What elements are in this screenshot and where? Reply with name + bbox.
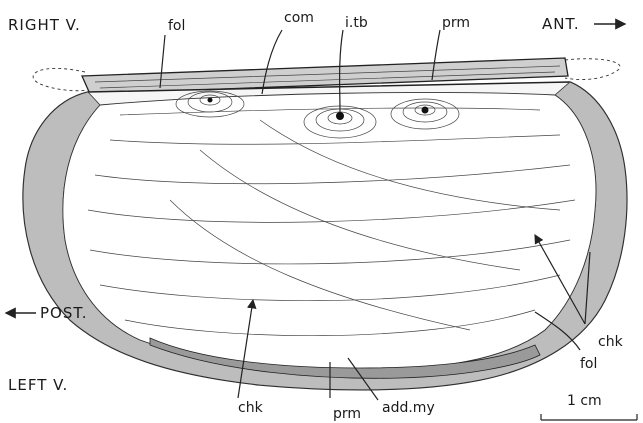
- label-itb: i.tb: [345, 15, 368, 31]
- hinge-dashed-outline-right: [565, 59, 620, 80]
- left-valve-label: LEFT V.: [8, 376, 68, 394]
- label-fol-top: fol: [168, 18, 185, 34]
- label-fol-right: fol: [580, 356, 597, 372]
- right-valve-label: RIGHT V.: [8, 16, 81, 34]
- shell-interior: [63, 92, 596, 370]
- label-prm-bottom: prm: [333, 406, 361, 422]
- anterior-label: ANT.: [542, 15, 580, 33]
- tubercle-dot: [336, 112, 344, 120]
- label-chk-bottom: chk: [238, 400, 264, 416]
- scale-bar-label: 1 cm: [567, 393, 602, 409]
- label-chk-right: chk: [598, 334, 624, 350]
- tubercle-dot: [422, 107, 429, 114]
- label-com: com: [284, 10, 314, 26]
- label-prm-top: prm: [442, 15, 470, 31]
- posterior-label: POST.: [40, 304, 88, 322]
- label-add-my: add.my: [382, 400, 435, 416]
- hinge-dashed-outline: [33, 68, 88, 90]
- scale-bar: [541, 414, 637, 420]
- tubercle-dot: [208, 98, 213, 103]
